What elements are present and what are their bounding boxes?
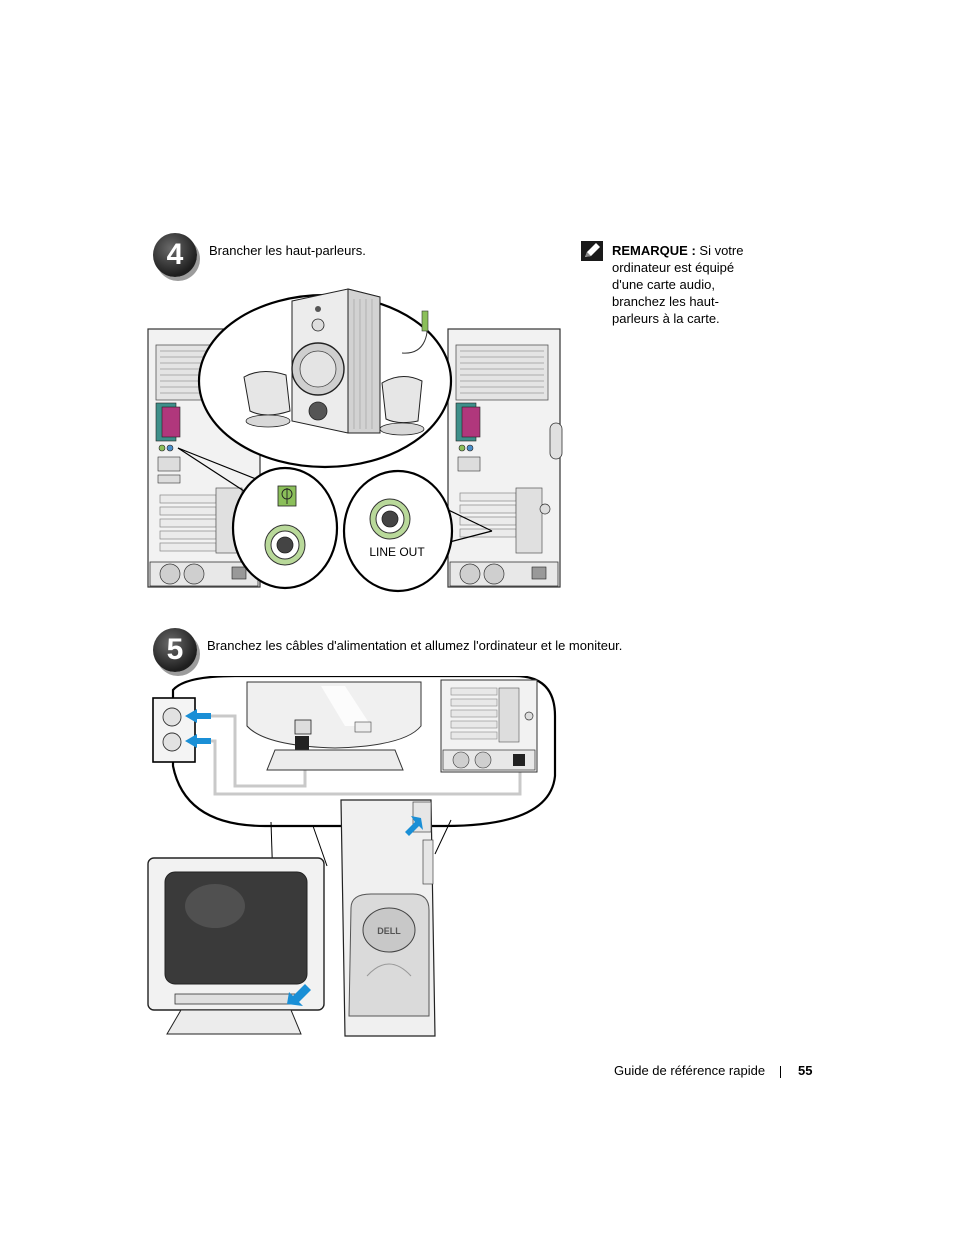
arrow-outlet-top: [185, 709, 211, 723]
page-number: 55: [798, 1063, 813, 1078]
computer-rear-small: [440, 679, 538, 773]
wall-outlet: [152, 697, 196, 763]
speaker-connection-illustration: LINE OUT: [147, 288, 563, 593]
arrow-monitor-power: [287, 984, 311, 1006]
footer-separator: [780, 1066, 781, 1078]
step-4-number: 4: [166, 238, 184, 271]
step-5-instruction: Branchez les câbles d'alimentation et al…: [207, 638, 623, 653]
monitor-rear: [246, 681, 422, 771]
line-out-label: LINE OUT: [369, 545, 425, 559]
pencil-note-icon: [581, 241, 603, 266]
note-label: REMARQUE :: [612, 243, 696, 258]
step-4-badge: 4: [153, 233, 197, 277]
step-5-number: 5: [166, 633, 184, 666]
note-body: Si votre ordinateur est équipé d'une car…: [612, 243, 744, 326]
computer-front: DELL: [340, 799, 436, 1037]
footer-title: Guide de référence rapide: [614, 1063, 766, 1078]
monitor-front: [147, 857, 325, 1035]
computer-rear-right: [447, 328, 563, 588]
dell-logo: DELL: [377, 926, 401, 936]
arrow-computer-power: [405, 816, 423, 836]
step-4-instruction: Brancher les haut-parleurs.: [209, 243, 366, 258]
audio-out-icon: [277, 485, 297, 507]
power-connection-illustration: DELL: [147, 676, 557, 1037]
arrow-outlet-bottom: [185, 734, 211, 748]
line-out-jack-callout-right: LINE OUT: [342, 469, 454, 593]
note-text: REMARQUE : Si votre ordinateur est équip…: [612, 242, 752, 327]
line-out-jack-callout-left: [231, 466, 339, 590]
step-5-badge: 5: [153, 628, 197, 672]
speakers-callout: [197, 288, 453, 469]
